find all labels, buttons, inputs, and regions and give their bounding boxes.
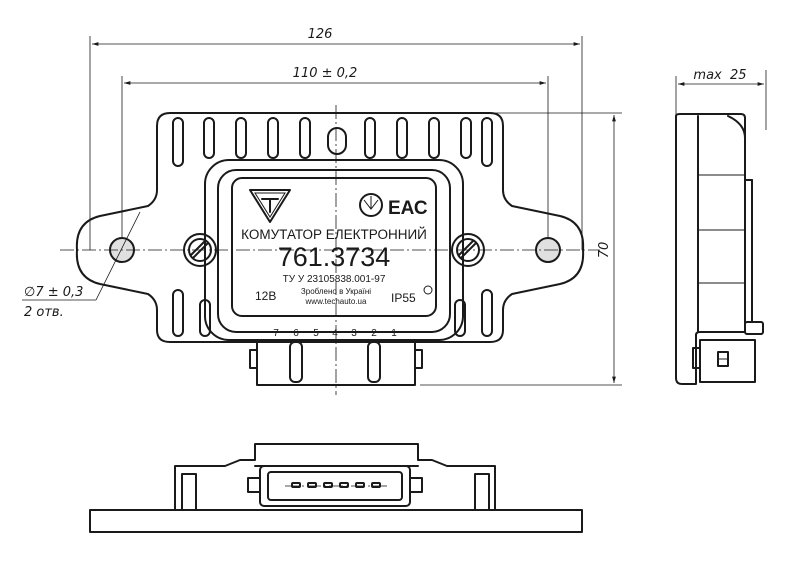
dim-hole-count: 2 отв.	[24, 305, 64, 320]
dim-depth: max 25	[693, 68, 746, 83]
leader-line	[95, 211, 141, 301]
bottom-flange	[89, 509, 583, 533]
dimensions: 126 110 ± 0,2 70 ∅7 ± 0,3 2 отв. max 25	[22, 27, 767, 386]
connector-pins	[291, 482, 381, 488]
connector-face	[259, 465, 411, 507]
pin-number: 5	[313, 328, 319, 339]
pin-number: 6	[293, 328, 299, 339]
cooling-fins-top	[172, 117, 493, 167]
manufacturer-logo-icon	[249, 189, 291, 223]
eac-mark: ЕАС	[388, 198, 428, 219]
label-model: 761.3734	[278, 242, 391, 272]
bottom-body-outline	[174, 443, 496, 511]
bottom-view	[89, 443, 583, 533]
dim-hole-diameter: ∅7 ± 0,3	[24, 285, 83, 300]
label-spec: ТУ У 23105838.001-97	[283, 274, 386, 285]
pin-number: 2	[371, 328, 377, 339]
label-title: КОМУТАТОР ЕЛЕКТРОННИЙ	[241, 227, 427, 242]
side-view	[675, 113, 764, 385]
pin-numbers: 7 6 5 4 3 2 1	[273, 328, 397, 339]
connector-front	[249, 341, 423, 386]
side-body-outline	[675, 113, 746, 385]
label-voltage: 12В	[255, 289, 276, 303]
label-plate	[231, 177, 437, 317]
mounting-flange-outline	[75, 112, 585, 343]
pin-number: 3	[351, 328, 357, 339]
dim-overall-width: 126	[308, 27, 333, 42]
dim-hole-spacing: 110 ± 0,2	[293, 66, 358, 81]
front-view: ЕАС КОМУТАТОР ЕЛЕКТРОННИЙ 761.3734 ТУ У …	[60, 105, 600, 395]
label-website: www.techauto.ua	[305, 297, 367, 306]
pin-number: 4	[332, 328, 338, 339]
label-protection: IP55	[391, 291, 416, 305]
label-frame-inner	[217, 169, 451, 333]
indicator-dot-icon	[423, 285, 433, 295]
dim-height: 70	[597, 242, 612, 259]
pin-number: 1	[391, 328, 397, 339]
pin-number: 7	[273, 328, 279, 339]
certification-icon	[359, 193, 383, 217]
